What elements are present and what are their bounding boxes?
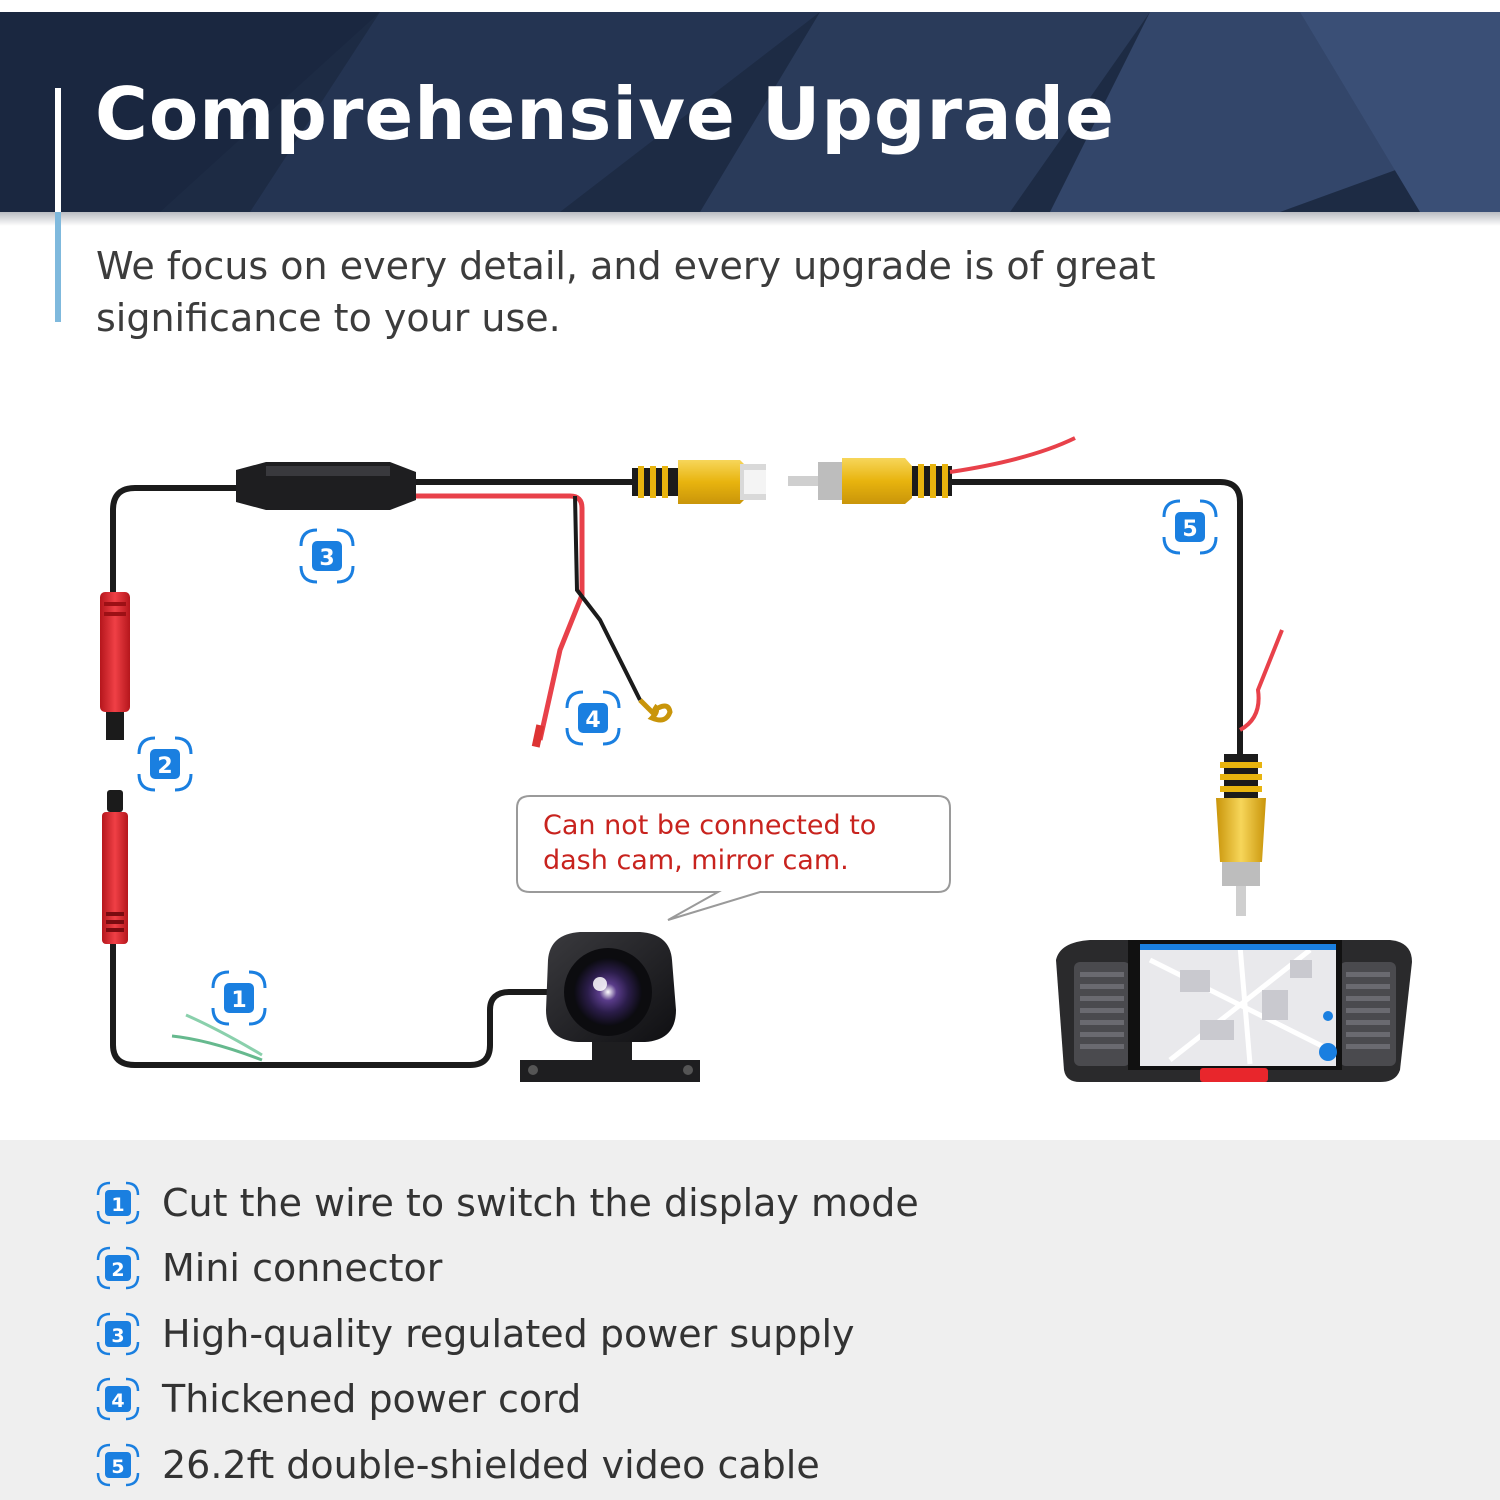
ring-terminal-icon xyxy=(638,698,673,723)
legend-badge-5: 5 xyxy=(96,1443,140,1486)
power-module xyxy=(236,462,416,510)
marker-4: 4 xyxy=(565,690,621,746)
wiring-diagram: 1 2 3 4 5 xyxy=(100,436,1412,1082)
camera-cable xyxy=(110,479,640,595)
marker-5-label: 5 xyxy=(1182,517,1197,542)
car-stereo-icon xyxy=(1056,940,1412,1082)
legend-panel xyxy=(0,1140,1500,1500)
marker-1: 1 xyxy=(211,970,267,1026)
legend-item-3: 3 High-quality regulated power supply xyxy=(96,1301,919,1367)
legend-label-4: Thickened power cord xyxy=(162,1377,582,1422)
callout-bubble xyxy=(516,795,951,921)
mini-connector-top xyxy=(100,592,130,740)
legend-badge-3: 3 xyxy=(96,1312,140,1355)
trigger-wire-right xyxy=(1238,629,1284,732)
legend-badge-4-number: 4 xyxy=(111,1390,124,1412)
rca-vertical-connector xyxy=(1216,754,1266,916)
legend-label-5: 26.2ft double-shielded video cable xyxy=(162,1442,820,1487)
accent-bar-light xyxy=(55,212,61,322)
trigger-wire-top xyxy=(949,436,1076,474)
legend-badge-5-number: 5 xyxy=(111,1456,124,1478)
rca-male-connector xyxy=(788,458,952,504)
camera-icon xyxy=(520,932,700,1082)
legend-label-1: Cut the wire to switch the display mode xyxy=(162,1180,919,1225)
green-wire xyxy=(171,1034,263,1062)
marker-1-label: 1 xyxy=(231,988,246,1013)
legend-badge-1-number: 1 xyxy=(111,1194,124,1216)
accent-bar xyxy=(55,88,61,212)
header-shadow xyxy=(0,212,1500,226)
video-cable xyxy=(950,479,1243,760)
legend-label-2: Mini connector xyxy=(162,1246,443,1291)
camera-cable-lower xyxy=(110,940,555,1068)
legend-badge-2: 2 xyxy=(96,1247,140,1290)
marker-3-label: 3 xyxy=(319,546,334,571)
red-power-wire xyxy=(416,493,585,741)
legend-badge-1: 1 xyxy=(96,1181,140,1224)
marker-4-label: 4 xyxy=(585,708,600,733)
header-banner xyxy=(0,12,1500,212)
red-wire-tip xyxy=(531,724,545,748)
page-subtitle: We focus on every detail, and every upgr… xyxy=(96,244,1156,340)
marker-2: 2 xyxy=(137,736,193,792)
header-facets xyxy=(0,12,1500,212)
green-wire-2 xyxy=(185,1013,263,1057)
legend-badge-3-number: 3 xyxy=(111,1325,124,1347)
legend-item-1: 1 Cut the wire to switch the display mod… xyxy=(96,1170,919,1236)
mini-connector-bottom xyxy=(102,790,128,944)
legend-badge-4: 4 xyxy=(96,1378,140,1421)
rca-connector-icon xyxy=(632,460,766,504)
legend-item-2: 2 Mini connector xyxy=(96,1236,919,1302)
legend-item-4: 4 Thickened power cord xyxy=(96,1367,919,1433)
marker-5: 5 xyxy=(1162,499,1218,555)
legend-list: 1 Cut the wire to switch the display mod… xyxy=(96,1170,919,1498)
marker-2-label: 2 xyxy=(157,754,172,779)
legend-label-3: High-quality regulated power supply xyxy=(162,1311,855,1356)
marker-3: 3 xyxy=(299,528,355,584)
black-ground-wire xyxy=(573,495,642,701)
legend-badge-2-number: 2 xyxy=(111,1259,124,1281)
legend-item-5: 5 26.2ft double-shielded video cable xyxy=(96,1432,919,1498)
page-title: Comprehensive Upgrade xyxy=(95,72,1115,156)
